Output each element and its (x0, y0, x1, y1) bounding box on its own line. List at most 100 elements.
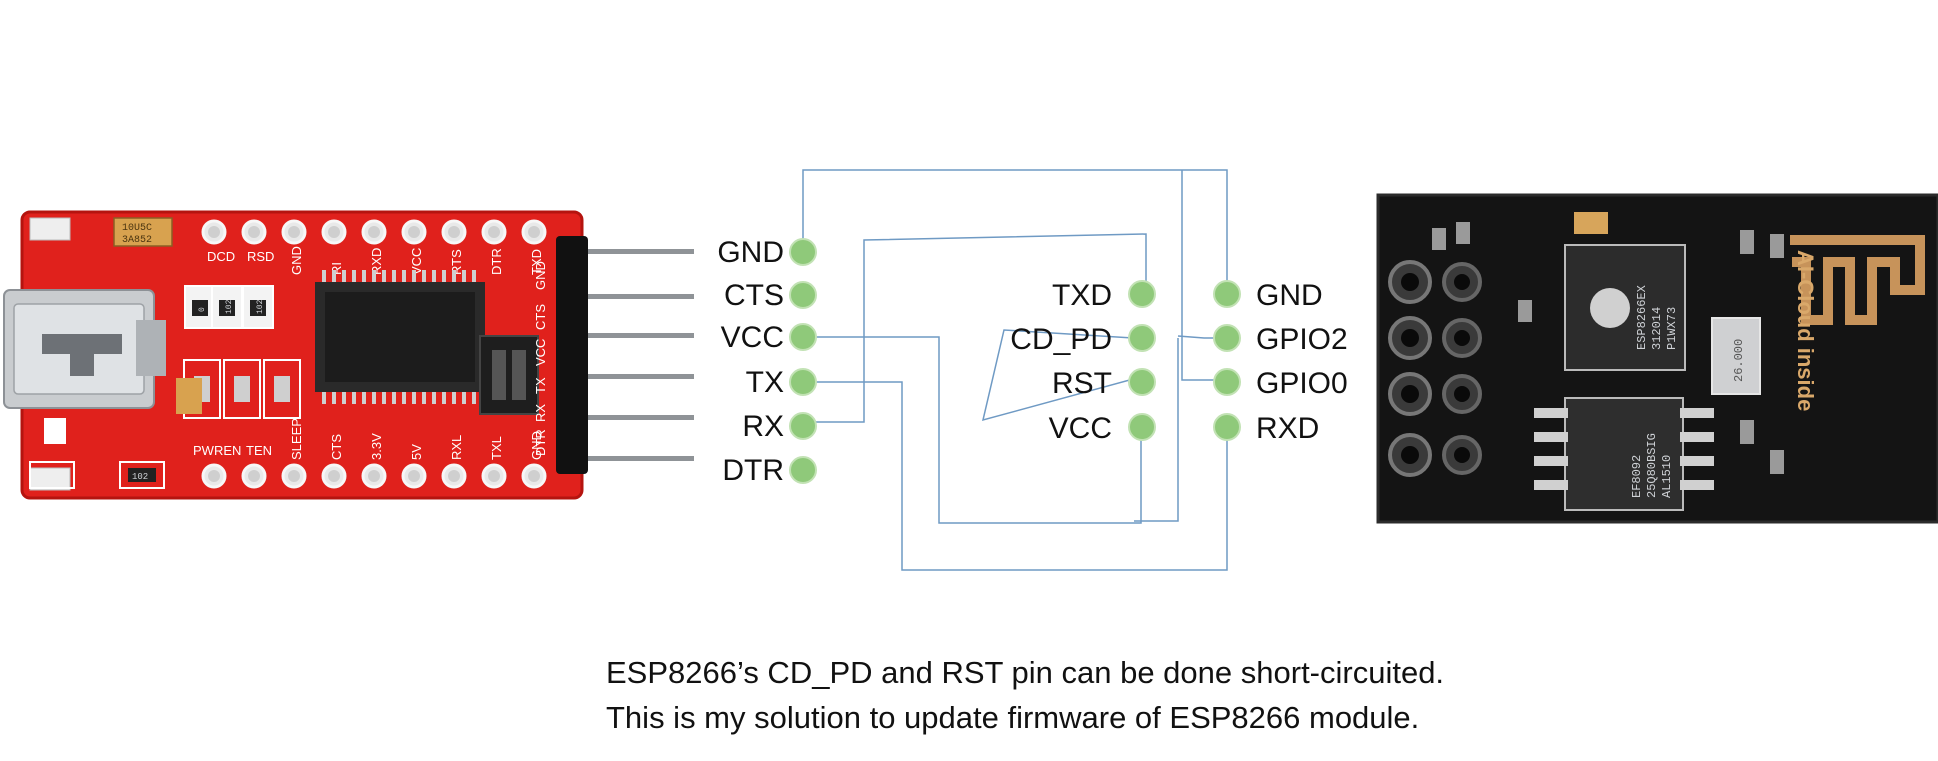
pin-dot (1128, 280, 1156, 308)
espressif-logo-icon (1590, 288, 1630, 328)
bottom-header-label: RXL (449, 435, 464, 460)
header-hole (1388, 316, 1432, 360)
pin-dot (789, 456, 817, 484)
header-hole (1442, 318, 1482, 358)
resistor-text: 102 (256, 299, 265, 314)
esp-left-pin-column: TXD CD_PD RST VCC (1010, 279, 1156, 445)
pin-label: CD_PD (1010, 323, 1112, 356)
header-pad (521, 463, 547, 489)
pin-dot (1128, 324, 1156, 352)
pin-label: RXD (1256, 412, 1319, 445)
header-hole (1442, 435, 1482, 475)
side-pin-label: DTR (533, 429, 548, 456)
pin-rx: RX (742, 410, 817, 443)
capacitor-text: 3A852 (122, 235, 152, 246)
esp-header-holes (1388, 260, 1482, 477)
header-pad (521, 219, 547, 245)
pin-rxd: RXD (1213, 412, 1319, 445)
pin-dot (789, 323, 817, 351)
bottom-header-label: TXL (489, 436, 504, 460)
pin-label: DTR (722, 454, 784, 487)
header-pad (281, 463, 307, 489)
pin-esp-vcc: VCC (1049, 412, 1156, 445)
bottom-header-label: 5V (409, 444, 424, 460)
pin-gpio2: GPIO2 (1213, 323, 1348, 356)
ftdi-top-header: DCD RSD GND RI RXD VCC RTS DTR TXD (201, 219, 547, 275)
esp8266-chip: ESP8266EX 312014 P1WX73 (1564, 244, 1686, 371)
header-hole (1442, 374, 1482, 414)
wire-cdpd-rst-short (981, 329, 1138, 422)
bottom-header-label: 3.3V (369, 433, 384, 460)
ftdi-pin-header (556, 236, 694, 474)
caption-line: This is my solution to update firmware o… (606, 700, 1420, 735)
pin-dot (1128, 413, 1156, 441)
pin-rst: RST (1052, 367, 1156, 400)
top-header-label: DCD (207, 249, 235, 264)
header-pad (481, 219, 507, 245)
flash-text: AL1510 (1660, 455, 1674, 498)
crystal-text: 26.000 (1732, 339, 1746, 382)
pin-label: RST (1052, 367, 1112, 400)
tantalum-capacitor: 10U5C 3A852 (113, 217, 173, 247)
header-hole (1388, 372, 1432, 416)
flash-chip: EF8092 25Q80BSIG AL1510 (1534, 397, 1714, 511)
wires (802, 169, 1228, 571)
wire-vcc-to-vcc (803, 336, 1142, 524)
header-pad (321, 463, 347, 489)
voltage-jumper (479, 335, 539, 415)
pin-dot (789, 238, 817, 266)
esp8266-module: ESP8266EX 312014 P1WX73 26.000 EF8092 25… (1376, 193, 1938, 524)
chip-text: 312014 (1650, 307, 1664, 350)
flash-text: EF8092 (1630, 455, 1644, 498)
crystal-oscillator: 26.000 (1711, 317, 1761, 395)
led-part: 102 (29, 461, 165, 489)
header-hole (1388, 260, 1432, 304)
small-capacitor (176, 378, 202, 414)
pin-dot (1213, 413, 1241, 441)
top-header-label: GND (289, 246, 304, 275)
pin-dot (1128, 368, 1156, 396)
pin-vcc: VCC (721, 321, 817, 354)
header-pad (401, 463, 427, 489)
ftdi-chip (315, 270, 485, 404)
pin-gpio0: GPIO0 (1213, 367, 1348, 400)
side-pin-label: CTS (533, 304, 548, 330)
header-pad (441, 463, 467, 489)
pin-dot (789, 368, 817, 396)
top-header-label: RTS (449, 249, 464, 275)
header-pad (361, 463, 387, 489)
flash-text: 25Q80BSIG (1645, 433, 1659, 498)
top-header-label: RXD (369, 248, 384, 275)
wire-cdpd-to-vcc (1134, 338, 1179, 522)
side-pin-label: TX (533, 377, 548, 394)
caption-line: ESP8266’s CD_PD and RST pin can be done … (606, 655, 1445, 690)
led-resistor-text: 102 (132, 472, 148, 482)
bottom-header-label: PWREN (193, 443, 241, 458)
pin-dot (789, 281, 817, 309)
corner-pads (29, 217, 71, 491)
bottom-header-label: SLEEP (289, 418, 304, 460)
ftdi-side-labels: GND CTS VCC TX RX DTR (533, 261, 548, 456)
antenna-trace-icon (1790, 235, 1925, 325)
antenna-text: AI-Cloud inside (1793, 250, 1818, 411)
ftdi-pin-column: GND CTS VCC TX RX DTR (717, 236, 817, 487)
resistor-text: 102 (225, 299, 234, 314)
top-header-label: RSD (247, 249, 274, 264)
header-pad (401, 219, 427, 245)
pin-txd: TXD (1052, 279, 1156, 312)
pin-dot (1213, 368, 1241, 396)
top-header-label: TXD (529, 249, 544, 275)
bottom-header-label: GND (529, 431, 544, 460)
header-pad (441, 219, 467, 245)
header-pad (361, 219, 387, 245)
pin-label: TXD (1052, 279, 1112, 312)
header-hole (1442, 262, 1482, 302)
smd-pad (44, 418, 66, 444)
side-pin-label: VCC (533, 339, 548, 366)
pin-dot (789, 412, 817, 440)
bottom-header-label: CTS (329, 434, 344, 460)
resistor-text: 0 (198, 307, 207, 312)
caption: ESP8266’s CD_PD and RST pin can be done … (606, 650, 1806, 740)
wire-rx-to-txd (803, 233, 1147, 423)
